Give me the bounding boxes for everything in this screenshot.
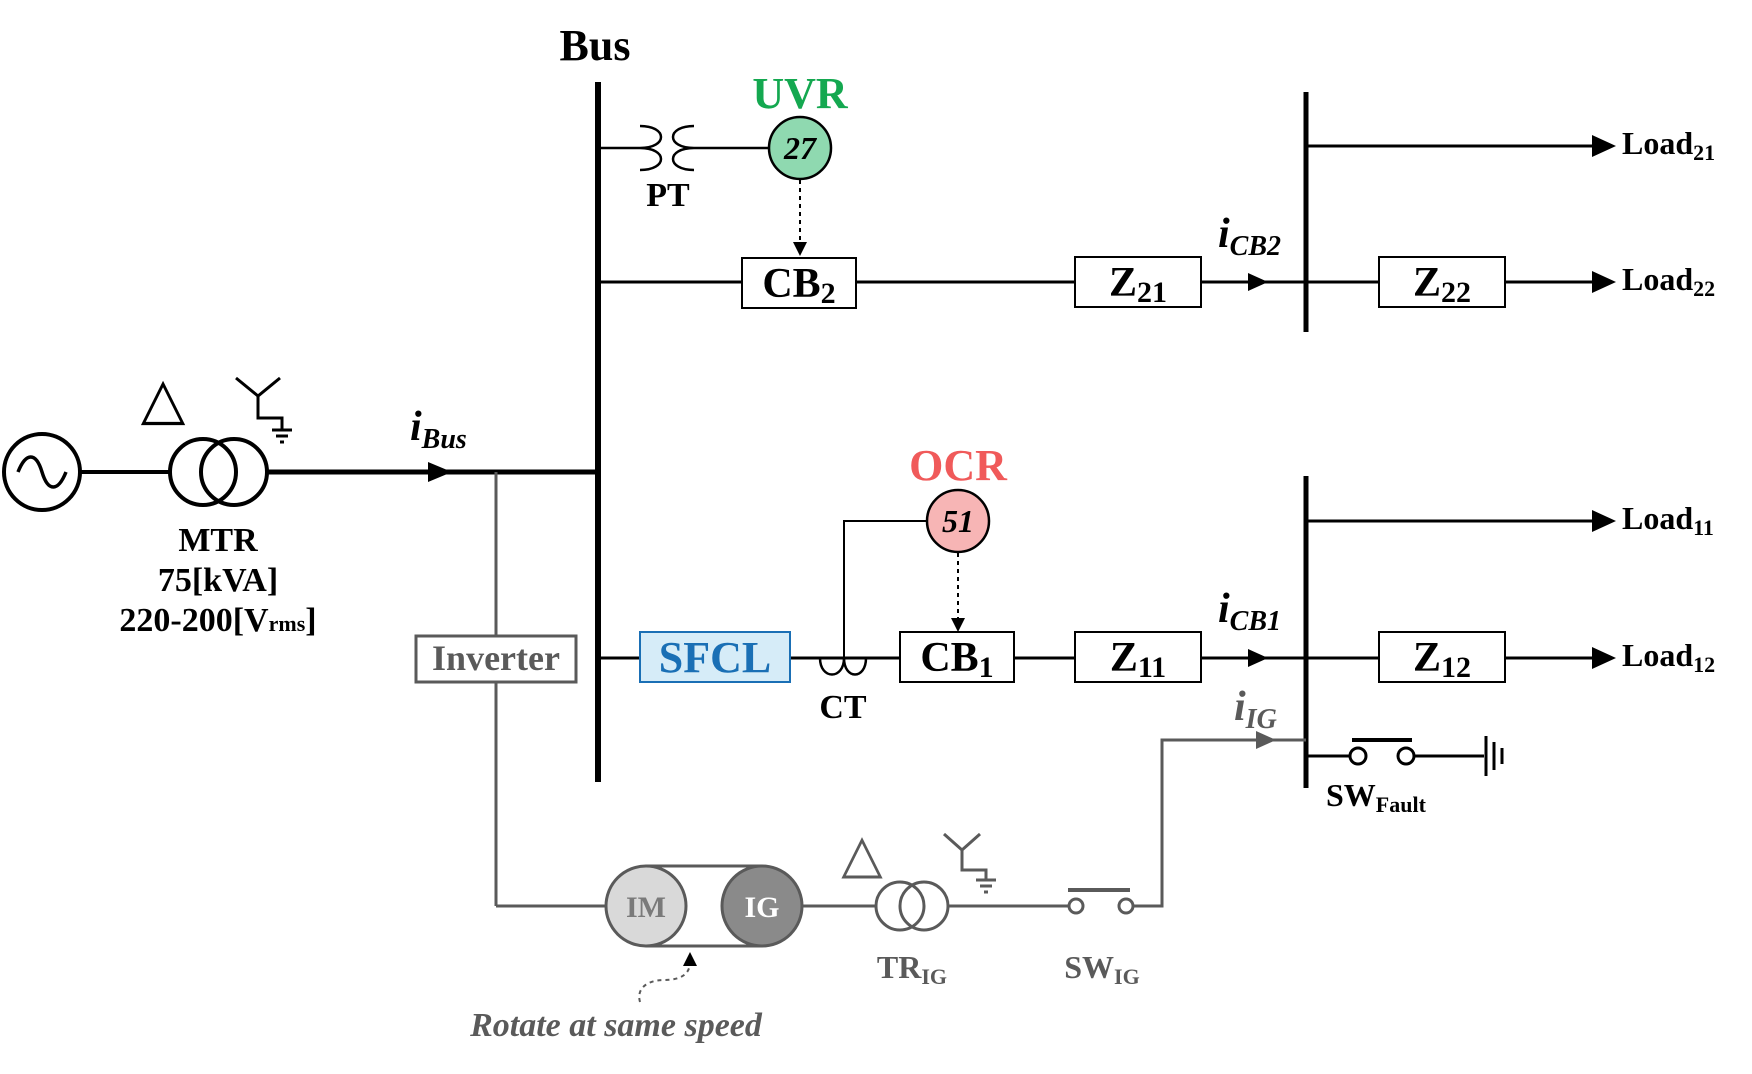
icb2-label: iCB2 — [1218, 211, 1281, 262]
pt-icon — [639, 124, 695, 172]
ocr-code: 51 — [942, 503, 974, 539]
rotate-note-pointer — [638, 961, 691, 1003]
cb2-breaker — [741, 257, 857, 309]
load12-label: Load12 — [1622, 637, 1715, 677]
z22-label: Z22 — [1413, 260, 1471, 309]
icb1-label: iCB1 — [1218, 586, 1281, 637]
uvr-relay-icon — [767, 115, 833, 181]
rotate-note-arrowhead — [683, 952, 697, 966]
icb1-arrow — [1248, 649, 1268, 667]
uvr-trip-arrowhead — [793, 242, 807, 256]
sw-fault-label: SWFault — [1326, 777, 1427, 817]
load21-arrow — [1592, 135, 1616, 157]
swig-to-bus-line — [1133, 738, 1306, 908]
ground-icon — [1484, 736, 1504, 776]
ibus-arrow — [428, 462, 452, 482]
sfcl-limiter — [639, 631, 791, 683]
mtr-voltage: 220-200[Vrms] — [119, 602, 316, 639]
ac-source-icon — [2, 432, 82, 512]
uvr-label: UVR — [752, 69, 849, 118]
ct-label: CT — [819, 689, 867, 726]
im-label: IM — [626, 891, 666, 924]
rotate-note: Rotate at same speed — [469, 1007, 763, 1044]
cb2-label: CB2 — [762, 261, 835, 310]
ibus-label: iBus — [410, 404, 467, 455]
inverter-box — [414, 634, 578, 684]
tr-ig-delta-symbol: △ — [841, 824, 883, 884]
sw-ig-switch-icon — [1067, 888, 1135, 915]
iig-label: iIG — [1234, 684, 1277, 735]
mtr-delta-symbol: △ — [141, 366, 186, 431]
load21-label: Load21 — [1622, 125, 1715, 165]
iig-arrow — [1256, 731, 1276, 749]
sw-ig-label: SWIG — [1064, 949, 1139, 989]
main-transformer-icon — [168, 437, 269, 507]
ig-label: IG — [744, 891, 779, 924]
tr-ig-label: TRIG — [877, 949, 947, 989]
sfcl-label: SFCL — [659, 633, 771, 682]
cb1-breaker — [899, 631, 1015, 683]
pt-label: PT — [646, 177, 690, 214]
uvr-code: 27 — [783, 130, 818, 166]
load22-arrow — [1592, 271, 1616, 293]
z11-impedance — [1074, 631, 1202, 683]
mtr-rating: 75[kVA] — [158, 562, 278, 599]
ocr-trip-arrowhead — [951, 618, 965, 632]
fault-switch-icon — [1348, 738, 1416, 766]
ct-to-ocr-line — [843, 520, 928, 662]
icb2-arrow — [1248, 273, 1268, 291]
ig-transformer-icon — [874, 880, 950, 932]
bus-label: Bus — [560, 21, 631, 70]
z22-impedance — [1378, 256, 1506, 308]
wye-ground-icon — [235, 376, 292, 444]
ocr-label: OCR — [909, 441, 1008, 490]
cb1-label: CB1 — [920, 635, 993, 684]
im-machine-icon — [604, 864, 688, 948]
z11-label: Z11 — [1110, 635, 1166, 684]
inverter-label: Inverter — [432, 638, 560, 678]
z21-label: Z21 — [1109, 260, 1167, 309]
mtr-name: MTR — [178, 522, 258, 559]
load12-arrow — [1592, 647, 1616, 669]
z21-impedance — [1074, 256, 1202, 308]
load22-label: Load22 — [1622, 261, 1715, 301]
load11-label: Load11 — [1622, 500, 1714, 540]
load11-arrow — [1592, 510, 1616, 532]
ig-wye-ground-icon — [943, 832, 996, 894]
motor-generator-set — [604, 864, 804, 948]
z12-impedance — [1378, 631, 1506, 683]
ocr-relay-icon — [925, 488, 991, 554]
z12-label: Z12 — [1413, 635, 1471, 684]
